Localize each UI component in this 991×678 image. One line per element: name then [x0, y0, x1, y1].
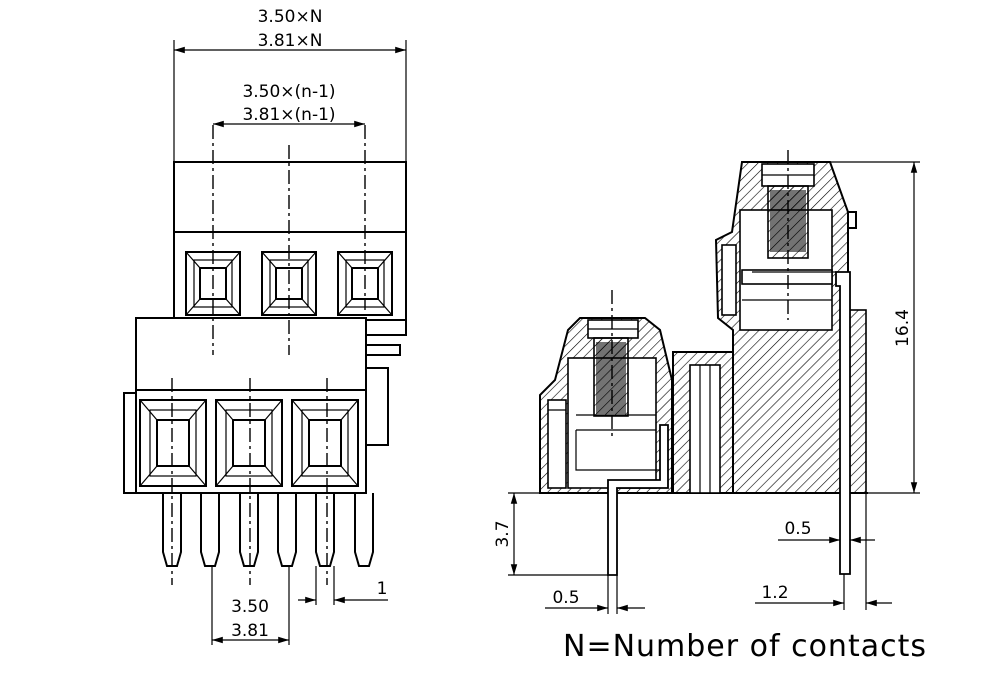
pitch-label-2: 3.81 [231, 621, 269, 641]
dim-pitch-total: 3.50×(n-1) 3.81×(n-1) [213, 82, 365, 128]
pitch-total-label-1: 3.50×(n-1) [242, 82, 335, 102]
left-pin-thickness-label: 0.5 [552, 588, 579, 608]
dim-pin-offset: 1.2 [755, 493, 892, 610]
overall-width-label-1: 3.50×N [258, 7, 323, 27]
pin-width-label: 1 [377, 579, 388, 599]
dim-right-pin-thickness: 0.5 [778, 519, 875, 544]
side-view: 16.4 3.7 0.5 0.5 1.2 [493, 150, 920, 614]
height-label: 16.4 [893, 309, 913, 347]
front-view: 3.50×N 3.81×N 3.50×(n-1) 3.81×(n-1) 3.50… [123, 7, 407, 645]
overall-width-label-2: 3.81×N [258, 31, 323, 51]
side-middle-block [672, 351, 734, 494]
front-pins [162, 493, 374, 567]
front-centerlines [171, 125, 366, 585]
dim-left-pin-thickness: 0.5 [545, 575, 645, 614]
dim-overall-width: 3.50×N 3.81×N [173, 7, 407, 162]
dim-height: 16.4 [830, 161, 920, 494]
side-left-pin [607, 424, 669, 576]
note-number-of-contacts: N=Number of contacts [563, 629, 927, 664]
dim-pin-width: 1 [298, 566, 388, 605]
side-rear-block [714, 161, 867, 494]
front-wire-windows [139, 399, 359, 487]
rear-housing [173, 161, 407, 321]
pin-length-label: 3.7 [493, 520, 513, 547]
pitch-total-label-2: 3.81×(n-1) [242, 105, 335, 125]
pitch-label-1: 3.50 [231, 597, 269, 617]
pin-offset-label: 1.2 [761, 583, 788, 603]
right-pin-thickness-label: 0.5 [784, 519, 811, 539]
dim-pitch: 3.50 3.81 [211, 566, 290, 645]
dim-pin-length: 3.7 [493, 492, 608, 576]
side-front-block [539, 317, 673, 494]
side-right-pin [835, 271, 851, 575]
